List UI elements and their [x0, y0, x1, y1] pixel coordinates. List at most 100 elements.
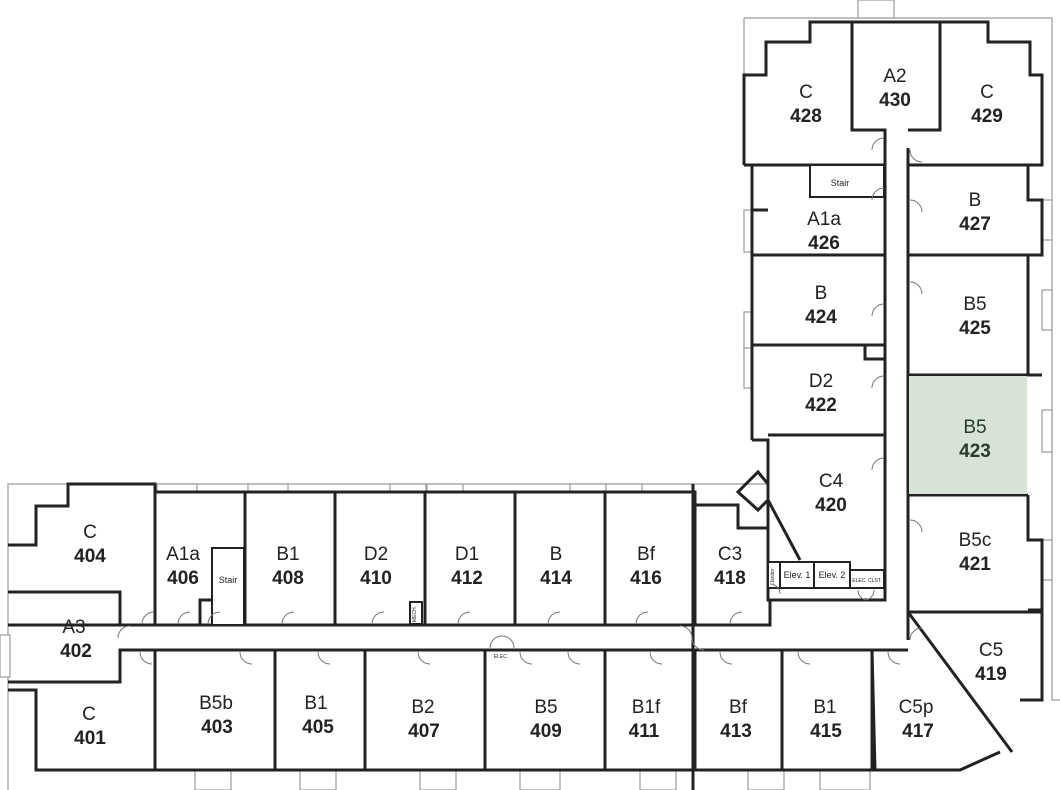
unit-402-type: A3 [62, 617, 85, 638]
unit-409-type: B5 [534, 697, 557, 718]
unit-412[interactable]: D1 412 [426, 493, 514, 624]
janitor-label: Janitor [770, 568, 776, 583]
unit-412-type: D1 [455, 544, 479, 565]
unit-401[interactable]: C 401 [9, 683, 154, 769]
unit-406-number: 406 [167, 568, 199, 589]
unit-428-number: 428 [790, 106, 822, 127]
unit-411-type: B1f [632, 697, 661, 718]
unit-423[interactable]: B5 423 [909, 376, 1027, 494]
unit-402-number: 402 [60, 641, 92, 662]
unit-406[interactable]: A1a 406 [156, 493, 211, 624]
unit-410[interactable]: D2 410 [336, 493, 424, 624]
unit-417[interactable]: C5p 417 [874, 651, 954, 769]
unit-409[interactable]: B5 409 [486, 651, 604, 769]
unit-415-number: 415 [810, 721, 842, 742]
unit-425-type: B5 [963, 294, 986, 315]
unit-404[interactable]: C 404 [9, 485, 154, 591]
stair-north-label: Stair [831, 178, 850, 188]
unit-429-number: 429 [971, 106, 1003, 127]
unit-430[interactable]: A2 430 [853, 23, 939, 129]
unit-413-number: 413 [720, 721, 752, 742]
unit-429[interactable]: C 429 [941, 42, 1041, 162]
unit-423-number: 423 [959, 441, 991, 462]
mech-label: MECH. [412, 606, 418, 622]
unit-430-number: 430 [879, 90, 911, 111]
unit-428-type: C [799, 82, 813, 103]
unit-403-type: B5b [199, 693, 233, 714]
unit-405[interactable]: B1 405 [276, 651, 364, 769]
unit-404-type: C [83, 522, 97, 543]
unit-415[interactable]: B1 415 [783, 651, 871, 769]
unit-407-number: 407 [408, 721, 440, 742]
unit-422[interactable]: D2 422 [753, 346, 884, 434]
unit-413-type: Bf [729, 697, 748, 718]
unit-420-type: C4 [819, 471, 844, 492]
unit-418-number: 418 [714, 568, 746, 589]
unit-409-number: 409 [530, 721, 562, 742]
unit-418-type: C3 [718, 544, 742, 565]
unit-427-number: 427 [959, 214, 991, 235]
elec-closet-label: ELEC. CLST. [852, 578, 881, 584]
unit-414-type: B [550, 544, 563, 565]
unit-425[interactable]: B5 425 [909, 256, 1027, 374]
unit-419[interactable]: C5 419 [930, 613, 1040, 699]
unit-406-type: A1a [166, 544, 200, 565]
unit-405-number: 405 [302, 717, 334, 738]
unit-427[interactable]: B 427 [909, 166, 1027, 254]
unit-418[interactable]: C3 418 [696, 506, 766, 624]
unit-420-number: 420 [815, 495, 847, 516]
unit-430-type: A2 [883, 66, 906, 87]
unit-410-type: D2 [364, 544, 388, 565]
unit-413[interactable]: Bf 413 [696, 651, 781, 769]
unit-414-number: 414 [540, 568, 572, 589]
unit-404-number: 404 [74, 546, 106, 567]
unit-422-number: 422 [805, 395, 837, 416]
elec-corridor-label: ELEC. [494, 654, 508, 660]
unit-429-type: C [980, 82, 994, 103]
unit-411-number: 411 [629, 721, 660, 742]
unit-428[interactable]: C 428 [766, 42, 852, 162]
elevator-2-label: Elev. 2 [819, 570, 846, 580]
unit-419-number: 419 [975, 664, 1007, 685]
unit-422-type: D2 [809, 371, 833, 392]
unit-424[interactable]: B 424 [753, 256, 884, 344]
unit-421-type: B5c [959, 530, 992, 551]
unit-421-number: 421 [959, 554, 991, 575]
unit-407[interactable]: B2 407 [366, 651, 484, 769]
elevator-1-label: Elev. 1 [784, 570, 811, 580]
unit-403[interactable]: B5b 403 [156, 651, 274, 769]
unit-408[interactable]: B1 408 [246, 493, 334, 624]
unit-424-number: 424 [805, 307, 837, 328]
unit-416-number: 416 [630, 568, 662, 589]
unit-408-number: 408 [272, 568, 304, 589]
unit-401-type: C [82, 704, 96, 725]
unit-417-number: 417 [902, 721, 934, 742]
unit-407-type: B2 [411, 697, 434, 718]
unit-426-type: A1a [807, 209, 841, 230]
unit-425-number: 425 [959, 318, 991, 339]
unit-426[interactable]: A1a 426 [753, 198, 884, 254]
unit-419-type: C5 [979, 640, 1003, 661]
unit-414[interactable]: B 414 [516, 493, 604, 624]
unit-415-type: B1 [813, 697, 836, 718]
unit-401-number: 401 [74, 728, 106, 749]
unit-426-number: 426 [808, 233, 840, 254]
unit-408-type: B1 [276, 544, 299, 565]
unit-402[interactable]: A3 402 [9, 593, 119, 681]
unit-417-type: C5p [899, 697, 934, 718]
stair-west-label: Stair [219, 575, 238, 585]
walls [8, 20, 1044, 790]
unit-412-number: 412 [451, 568, 483, 589]
unit-420[interactable]: C4 420 [769, 436, 884, 560]
unit-416[interactable]: Bf 416 [606, 493, 692, 624]
door-swings [117, 137, 923, 665]
unit-411[interactable]: B1f 411 [606, 651, 692, 769]
unit-410-number: 410 [360, 568, 392, 589]
unit-423-type: B5 [963, 417, 986, 438]
unit-403-number: 403 [201, 717, 233, 738]
unit-424-type: B [815, 283, 828, 304]
unit-421[interactable]: B5c 421 [909, 496, 1027, 611]
unit-405-type: B1 [304, 693, 327, 714]
